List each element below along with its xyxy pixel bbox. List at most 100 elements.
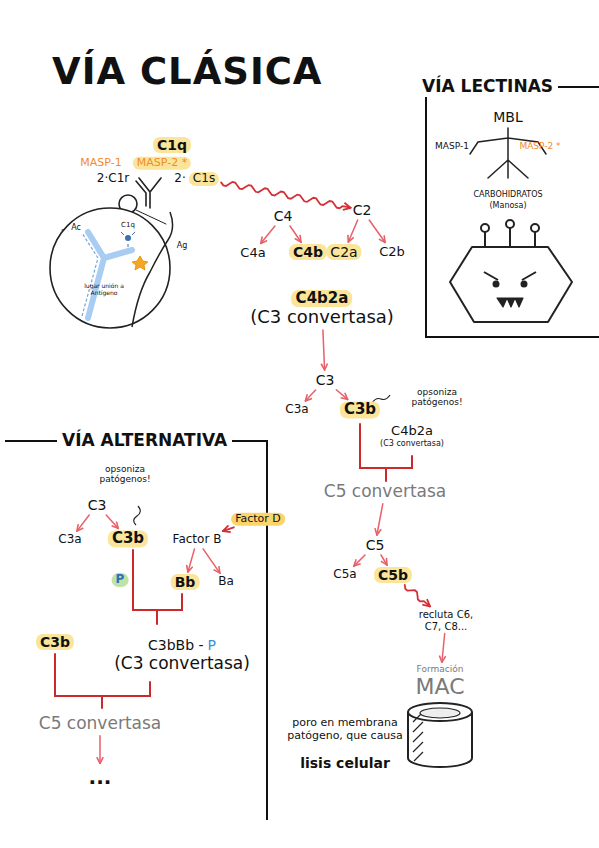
wavy-arrow [405, 585, 430, 607]
arrow-connector [442, 634, 445, 663]
pathway-node: C3 [88, 497, 107, 513]
arrow-connector [77, 515, 89, 531]
section-heading: VÍA ALTERNATIVA [57, 429, 232, 451]
pathway-node: C5 convertasa [324, 482, 446, 502]
node-text: C5 convertasa [39, 714, 161, 734]
pathway-node: ... [89, 766, 112, 789]
node-text: C3 [316, 372, 335, 388]
annotation-text: lisis celular [300, 755, 390, 771]
antibody-zoom-detail [82, 233, 98, 316]
section-frame: VÍA ALTERNATIVAC3C3aC3bFactor DFactor BB… [5, 440, 268, 820]
bracket [55, 424, 412, 708]
mac-symbol [408, 703, 472, 767]
pathway-node: C5 convertasa [39, 714, 161, 734]
arrow-connector [336, 390, 347, 400]
node-text: C3bBb - [148, 637, 204, 653]
arrow-connector [377, 504, 383, 535]
pathogen-eye [494, 282, 499, 287]
arrow-connector [290, 226, 301, 242]
mac-top [408, 703, 472, 721]
squiggle-alt [134, 506, 141, 525]
leader-squiggle [134, 395, 390, 525]
c1q-icon-lines [121, 232, 135, 247]
pathogen-symbol [450, 220, 572, 322]
node-text: C1s [189, 172, 219, 186]
zoom-illustration [50, 208, 173, 328]
arrow-connector [354, 555, 365, 566]
node-text: C3a [285, 403, 308, 417]
node-text: C2 [353, 202, 372, 218]
binding-star [132, 256, 148, 270]
pathway-node: recluta C6, C7, C8... [413, 609, 479, 632]
arrow-connector [369, 220, 385, 243]
pathway-node: C4a [240, 246, 265, 261]
arrow-connector [99, 736, 101, 764]
node-text: C5 [366, 537, 385, 553]
pathway-node: Factor D [231, 513, 285, 526]
arrow-connector [381, 555, 387, 565]
mac-hole [420, 708, 460, 718]
node-text: C5b [374, 567, 412, 583]
pathway-node: C1q [153, 137, 191, 153]
node-text: C4b2a [292, 290, 353, 307]
arrow-connector [348, 220, 357, 242]
pathogen-eye [522, 282, 527, 287]
node-text: (C3 convertasa) [250, 307, 394, 328]
node-text: C3a [58, 533, 81, 547]
mbl-lines [470, 128, 546, 178]
annotation-text: poro en membrana patógeno, que causa [285, 717, 405, 742]
pathogen-stalks [485, 228, 535, 247]
pathogen-sugar [481, 224, 489, 232]
node-text: C3 [88, 497, 107, 513]
arrow-connector [223, 527, 234, 531]
node-text: P [112, 573, 129, 587]
annotation-text: MASP-1 [80, 157, 121, 170]
annotation-text: (Manosa) [489, 201, 526, 210]
node-text: C4b2a [380, 424, 444, 439]
node-text: Factor B [173, 533, 222, 547]
annotation-text: MASP-2 * [519, 141, 560, 151]
annotation-text: C1q [121, 221, 135, 229]
pathogen-sugar [531, 224, 539, 232]
node-text: Factor D [231, 513, 285, 526]
pathway-node: C3 [316, 372, 335, 388]
pathway-node: C3b [36, 634, 74, 650]
pathogen-brows [484, 272, 536, 280]
pathway-node: C4b [289, 244, 327, 260]
pathway-node: C2 [353, 202, 372, 218]
node-text: C3b [36, 634, 74, 650]
arrow-connector [203, 549, 220, 573]
node-text: C2b [379, 245, 405, 260]
annotation-text: lugar unión a Antígeno [83, 283, 125, 297]
node-text: (C3 convertasa) [380, 439, 444, 448]
node-text: C1q [153, 137, 191, 153]
node-text: recluta C6, C7, C8... [413, 609, 479, 632]
annotation-text: opsoniza patógenos! [93, 464, 157, 485]
pathway-node: FormaciónMAC [415, 664, 464, 700]
node-text: C5a [333, 568, 356, 582]
arrow-connector [188, 549, 195, 572]
annotation-text: Ac [71, 223, 81, 232]
c1q-icon [125, 235, 131, 241]
pathway-node: C3bBb -P(C3 convertasa) [114, 635, 250, 674]
antigen-surface [132, 212, 173, 327]
annotation-text: MASP-1 [435, 141, 469, 151]
pathway-node: C2a [326, 244, 361, 260]
pathway-node: C1s [189, 172, 219, 186]
pathway-node: Ba [218, 575, 234, 589]
pathogen-body [450, 247, 572, 322]
annotation-text: MBL [493, 109, 522, 125]
node-text: P [208, 637, 216, 653]
wavy-arrow [221, 182, 351, 208]
pathway-node: MASP-2 * [133, 157, 191, 170]
node-text: Bb [171, 574, 200, 590]
annotation-text: Ag [177, 241, 188, 250]
annotation-text: 2·C1r [97, 172, 129, 186]
node-text: C3b [340, 401, 380, 418]
pathway-node: C4b2a(C3 convertasa) [380, 424, 444, 448]
pathway-node: C5b [374, 567, 412, 583]
node-text: MAC [415, 675, 464, 700]
antibody-zoom [88, 232, 132, 318]
pathway-node: Factor B [173, 533, 222, 547]
